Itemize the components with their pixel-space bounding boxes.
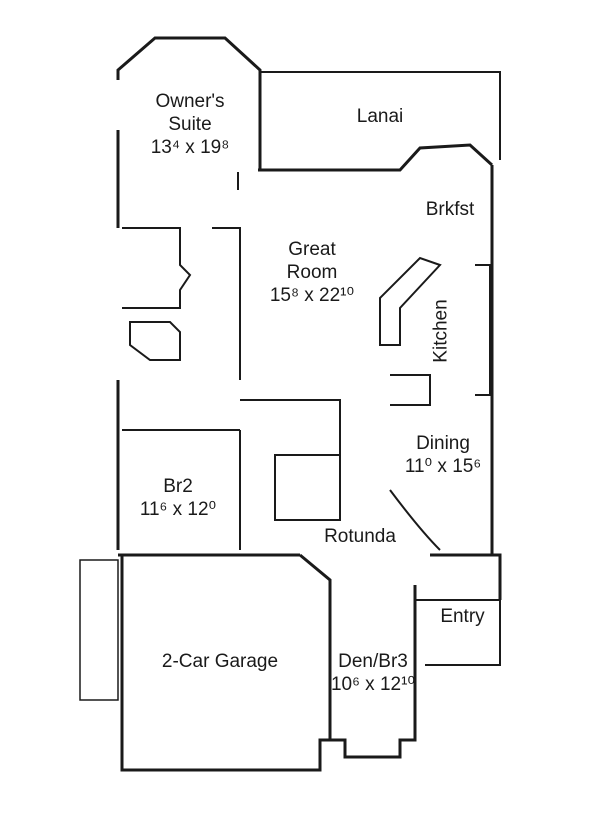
lanai-label: Lanai xyxy=(340,105,420,128)
kitchen-counter xyxy=(475,264,491,396)
lanai-walls xyxy=(260,71,501,160)
brkfst-label: Brkfst xyxy=(415,198,485,221)
den-label: Den/Br3 10⁶ x 12¹⁰ xyxy=(318,650,428,696)
dining-dim: 11⁰ x 15⁶ xyxy=(404,456,482,477)
den-dim: 10⁶ x 12¹⁰ xyxy=(330,674,416,695)
garage-label: 2-Car Garage xyxy=(140,650,300,673)
dining-name: Dining xyxy=(416,433,470,454)
owners-suite-dim: 13⁴ x 19⁸ xyxy=(150,137,230,158)
owners-suite-name2: Suite xyxy=(168,114,212,135)
br2-dim: 11⁶ x 12⁰ xyxy=(139,499,217,520)
dining-label: Dining 11⁰ x 15⁶ xyxy=(388,432,498,478)
closet-wall xyxy=(212,227,241,380)
den-walls xyxy=(330,585,417,759)
entry-walls xyxy=(415,599,501,666)
owners-suite-label: Owner's Suite 13⁴ x 19⁸ xyxy=(140,90,240,159)
br2-name: Br2 xyxy=(163,476,193,497)
entry-label: Entry xyxy=(430,605,495,628)
great-room-label: Great Room 15⁸ x 22¹⁰ xyxy=(262,238,362,307)
kitchen-label: Kitchen xyxy=(431,299,453,362)
great-room-dim: 15⁸ x 22¹⁰ xyxy=(269,285,355,306)
hall-wall xyxy=(240,399,341,455)
great-room-name2: Room xyxy=(286,262,338,283)
owners-suite-name1: Owner's xyxy=(155,91,225,112)
entry-name: Entry xyxy=(440,606,485,627)
lanai-bottom xyxy=(258,143,494,172)
rotunda-curve xyxy=(389,489,441,551)
den-name: Den/Br3 xyxy=(338,651,408,672)
tub xyxy=(129,321,181,361)
side-porch xyxy=(79,559,119,701)
garage-name: 2-Car Garage xyxy=(161,651,279,672)
kitchen-name: Kitchen xyxy=(430,299,452,363)
entry-top xyxy=(430,553,502,600)
rotunda-name: Rotunda xyxy=(324,526,396,547)
brkfst-name: Brkfst xyxy=(425,199,475,220)
bath-wall xyxy=(122,227,192,309)
rotunda-label: Rotunda xyxy=(310,525,410,548)
laundry xyxy=(274,454,341,521)
garage-walls xyxy=(120,553,332,772)
great-room-name1: Great xyxy=(288,239,336,260)
br2-label: Br2 11⁶ x 12⁰ xyxy=(118,475,238,521)
kitchen-counter-low xyxy=(390,374,431,406)
kitchen-island xyxy=(379,256,442,346)
lanai-name: Lanai xyxy=(356,106,404,127)
